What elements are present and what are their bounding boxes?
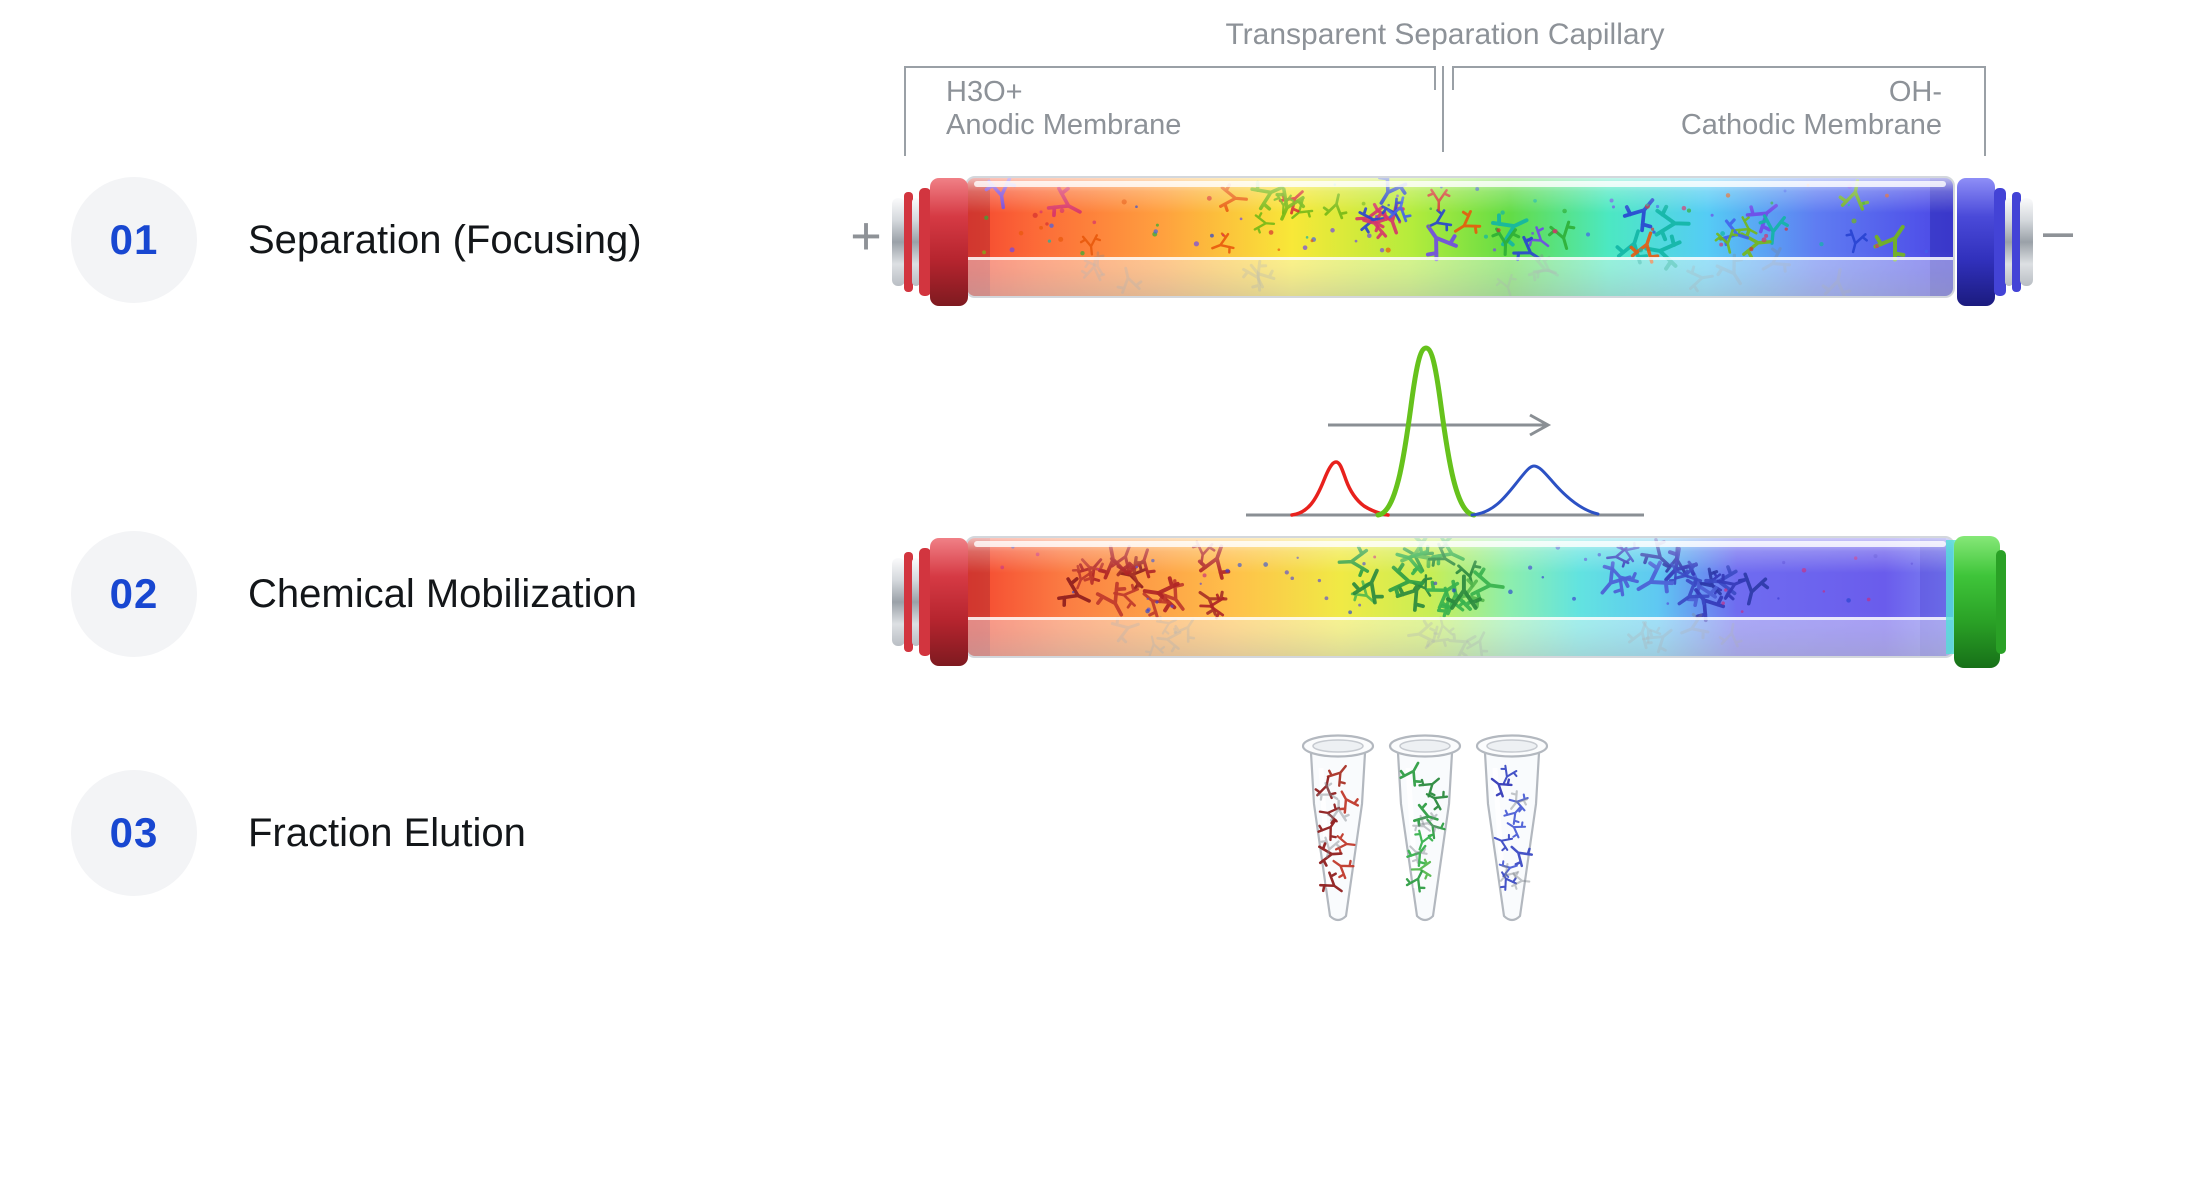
antibody-icon [1425, 790, 1449, 811]
antibody-icon [1499, 871, 1518, 891]
vial-rim-inner [1399, 739, 1451, 753]
capillary-tube-focusing [892, 176, 2033, 306]
antibody-icon [1414, 829, 1434, 851]
antibody-icon [1406, 844, 1427, 868]
antibody-icon [1412, 814, 1431, 832]
step-number: 02 [109, 570, 159, 617]
step-number-badge: 03 [71, 770, 197, 896]
capillary-tube-mobilization [892, 536, 2006, 668]
antibody-icon [1405, 870, 1426, 893]
step-row-3: 03 Fraction Elution [0, 770, 700, 896]
diagram-title: Transparent Separation Capillary [1225, 18, 1665, 51]
anode-membrane-label: H3O+ Anodic Membrane [946, 76, 1181, 142]
electropherogram [1246, 345, 1644, 518]
antibody-icon [1500, 764, 1518, 785]
antibody-icon [1511, 870, 1531, 890]
vial-highlight [1405, 767, 1419, 889]
cathode-membrane-label: OH- Cathodic Membrane [1470, 76, 1942, 142]
step-number-badge: 01 [71, 177, 197, 303]
anode-ion-label: H3O+ [946, 76, 1023, 108]
antibody-icon [1320, 836, 1341, 859]
step-number-badge: 02 [71, 531, 197, 657]
antibody-icon [1332, 859, 1355, 880]
antibody-icon [1503, 806, 1522, 825]
red-peak [1290, 460, 1390, 517]
antibody-icon [1334, 833, 1356, 854]
antibody-icon [1318, 842, 1343, 867]
anode-plus-sign: + [850, 206, 882, 266]
antibody-icon [1498, 860, 1518, 878]
fraction-vial-green [1388, 734, 1462, 922]
anode-cap [892, 178, 968, 306]
cathode-ion-label: OH- [1888, 76, 1942, 108]
step-label: Chemical Mobilization [248, 571, 638, 616]
fraction-vial-blue [1475, 734, 1549, 922]
step-number: 01 [109, 216, 159, 263]
antibody-icon [1493, 833, 1514, 852]
cathode-minus-sign: – [2042, 201, 2074, 261]
antibody-icon [1314, 776, 1337, 800]
step-row-1: 01 Separation (Focusing) [0, 177, 700, 303]
cathode-bracket [1452, 66, 1986, 156]
antibody-icon [1508, 793, 1529, 813]
vial-rim-inner [1312, 739, 1364, 753]
antibody-icon [1318, 803, 1341, 825]
antibody-icon [1510, 845, 1534, 868]
vial-body [1483, 752, 1541, 922]
anode-cap [892, 538, 968, 666]
step-number: 03 [109, 809, 159, 856]
green-peak [1375, 345, 1477, 518]
cathode-membrane-text: Cathodic Membrane [1680, 109, 1942, 141]
step-label: Fraction Elution [248, 810, 526, 855]
mobilization-arrow-icon [1328, 413, 1552, 437]
blue-peak [1470, 464, 1600, 517]
mobilizer-cap [1946, 536, 2006, 668]
antibody-icon [1418, 777, 1441, 798]
antibody-icon [1409, 845, 1428, 864]
antibody-icon [1413, 802, 1439, 827]
antibody-icon [1418, 812, 1440, 833]
antibody-icon [1327, 799, 1350, 822]
antibody-icon [1510, 790, 1529, 810]
cathode-cap [1957, 178, 2033, 306]
antibody-icon [1326, 764, 1347, 787]
antibody-icon [1399, 761, 1422, 787]
antibody-icon [1316, 781, 1339, 801]
antibody-icon [1426, 818, 1446, 840]
anode-bracket [904, 66, 1436, 156]
vial-highlight [1492, 767, 1506, 889]
antibody-icon [1490, 777, 1513, 798]
antibody-icon [1338, 790, 1360, 814]
vial-rim-inner [1486, 739, 1538, 753]
step-label: Separation (Focusing) [248, 217, 642, 262]
antibody-icon [1410, 858, 1432, 880]
step-row-2: 02 Chemical Mobilization [0, 531, 700, 657]
antibody-icon [1317, 818, 1337, 842]
antibody-icon [1499, 863, 1518, 882]
anode-membrane-text: Anodic Membrane [946, 109, 1182, 141]
vial-body [1396, 752, 1454, 922]
antibody-icon [1319, 871, 1343, 893]
fraction-vial-red [1301, 734, 1375, 922]
antibody-icon [1506, 821, 1527, 839]
fraction-vials [1301, 734, 1549, 922]
junction-divider-line [1442, 66, 1444, 152]
